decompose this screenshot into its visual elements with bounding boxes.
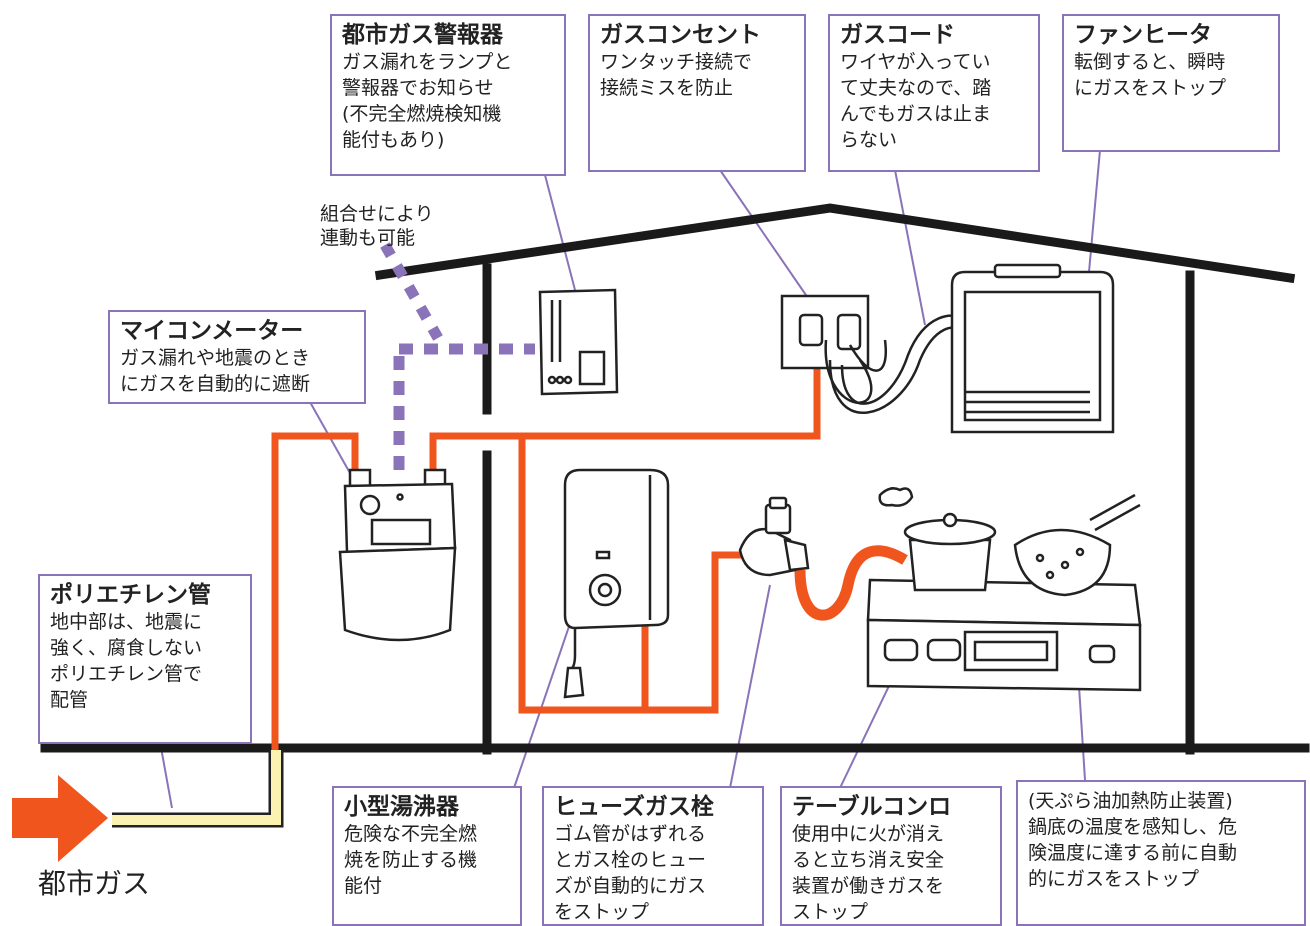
callout-title: ガスコード — [840, 22, 955, 48]
callout-line: 使用中に火が消え — [792, 823, 945, 845]
callout-line: 地中部は、地震に — [50, 611, 203, 633]
callout-title: ヒューズガス栓 — [554, 794, 714, 820]
gas-cord-icon — [828, 314, 961, 415]
callout-line: 接続ミスを防止 — [600, 77, 734, 99]
callout-line: らない — [840, 129, 898, 151]
callout-line: 険温度に達する前に自動 — [1028, 842, 1238, 864]
callout-tempura-guard: (天ぷら油加熱防止装置) 鍋底の温度を感知し、危 険温度に達する前に自動 的にガ… — [1016, 780, 1306, 926]
callout-line: (不完全燃焼検知機 — [342, 103, 502, 125]
callout-line: 能付もあり) — [342, 129, 445, 151]
link-note-leader — [380, 242, 443, 341]
table-stove-icon — [866, 487, 1142, 692]
callout-title: マイコンメーター — [120, 318, 304, 344]
callout-gas-alarm: 都市ガス警報器 ガス漏れをランプと 警報器でお知らせ (不完全燃焼検知機 能付も… — [330, 14, 566, 176]
callout-line: ストップ — [792, 901, 869, 923]
city-gas-arrow-icon — [12, 775, 108, 862]
callout-line: ると立ち消え安全 — [792, 849, 945, 871]
callout-line: にガスをストップ — [1074, 77, 1227, 99]
callout-line: 能付 — [344, 875, 383, 897]
callout-polyethylene-pipe: ポリエチレン管 地中部は、地震に 強く、腐食しない ポリエチレン管で 配管 — [38, 574, 252, 744]
callout-line: にガスを自動的に遮断 — [120, 373, 311, 395]
polyethylene-pipe — [112, 750, 284, 828]
callout-meter: マイコンメーター ガス漏れや地震のとき にガスを自動的に遮断 — [108, 310, 366, 404]
callout-line: 的にガスをストップ — [1028, 868, 1200, 890]
callout-line: ガス漏れをランプと — [342, 51, 513, 73]
callout-title: テーブルコンロ — [792, 794, 952, 820]
gas-pipes — [271, 368, 908, 750]
callout-gas-cord: ガスコード ワイヤが入ってい て丈夫なので、踏 んでもガスは止ま らない — [828, 14, 1040, 172]
link-note: 組合せにより 連動も可能 — [320, 202, 434, 250]
callout-line: ワンタッチ接続で — [600, 51, 753, 73]
gas-alarm-icon — [538, 288, 619, 396]
city-gas-label: 都市ガス — [38, 867, 151, 900]
callout-fuse-valve: ヒューズガス栓 ゴム管がはずれる とガス栓のヒュー ズが自動的にガス をストップ — [542, 786, 764, 926]
callout-line: ズが自動的にガス — [554, 875, 707, 897]
callout-line: 転倒すると、瞬時 — [1074, 51, 1226, 73]
fuse-valve-icon — [738, 496, 810, 577]
water-heater-icon — [563, 468, 670, 699]
callout-line: 装置が働きガスを — [792, 875, 945, 897]
callout-line: 強く、腐食しない — [50, 637, 203, 659]
callout-title: 都市ガス警報器 — [342, 22, 503, 48]
callout-line: 警報器でお知らせ — [342, 77, 494, 99]
callout-line: ポリエチレン管で — [50, 663, 203, 685]
callout-line: 配管 — [50, 689, 89, 711]
callout-title: ポリエチレン管 — [50, 582, 211, 608]
callout-line: をストップ — [554, 901, 650, 923]
callout-title: ファンヒータ — [1074, 22, 1212, 48]
callout-line: ガス漏れや地震のとき — [120, 347, 311, 369]
gas-outlet-icon — [780, 294, 888, 404]
callout-gas-outlet: ガスコンセント ワンタッチ接続で 接続ミスを防止 — [588, 14, 806, 172]
callout-line: て丈夫なので、踏 — [840, 77, 992, 99]
callout-fan-heater: ファンヒータ 転倒すると、瞬時 にガスをストップ — [1062, 14, 1280, 152]
link-note-line: 連動も可能 — [320, 227, 416, 249]
dotted-link — [393, 343, 535, 470]
callout-line: ワイヤが入ってい — [840, 51, 991, 73]
callout-line: 焼を防止する機 — [344, 849, 478, 871]
callout-title: 小型湯沸器 — [344, 794, 459, 820]
callout-line: 危険な不完全燃 — [344, 823, 478, 845]
callout-water-heater: 小型湯沸器 危険な不完全燃 焼を防止する機 能付 — [332, 786, 522, 926]
callout-title: ガスコンセント — [600, 22, 761, 48]
callout-table-stove: テーブルコンロ 使用中に火が消え ると立ち消え安全 装置が働きガスを ストップ — [780, 786, 1002, 926]
fan-heater-icon — [950, 263, 1115, 434]
callout-line: ゴム管がはずれる — [554, 823, 707, 845]
callout-line: とガス栓のヒュー — [554, 849, 707, 871]
gas-meter-icon — [338, 468, 457, 642]
callout-line: んでもガスは止ま — [840, 103, 992, 125]
callout-line: 鍋底の温度を感知し、危 — [1028, 816, 1238, 838]
house-structure — [40, 203, 1310, 755]
callout-line: (天ぷら油加熱防止装置) — [1028, 790, 1233, 812]
link-note-line: 組合せにより — [320, 203, 434, 225]
